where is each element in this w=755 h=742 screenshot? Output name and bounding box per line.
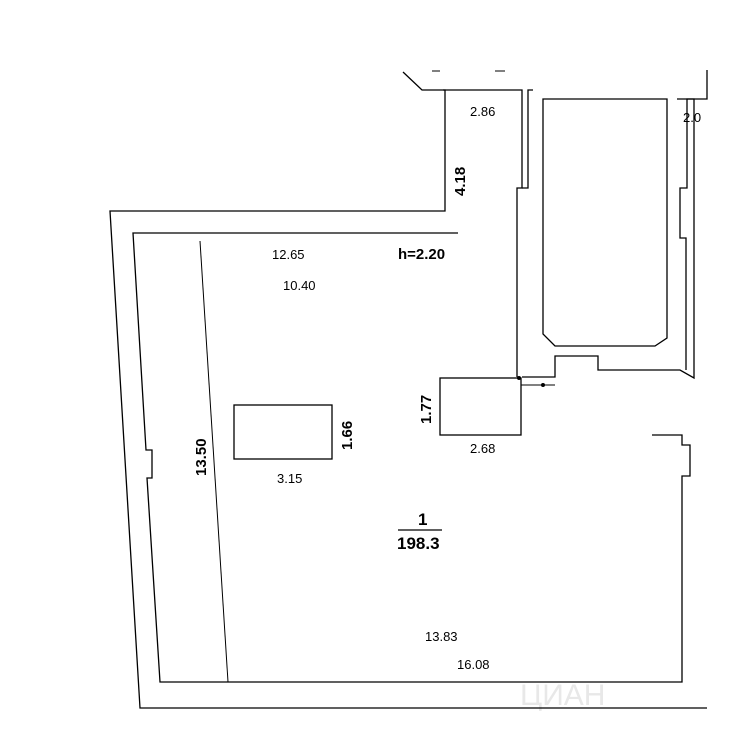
dim-box-width: 2.68 (470, 441, 495, 456)
node-dot (517, 376, 521, 380)
far-right-wall (679, 70, 708, 370)
watermark: ЦИАН (520, 679, 605, 712)
shaft-enclosure (522, 98, 695, 380)
room-number: 1 (418, 510, 427, 529)
dim-top-right-width: 2.86 (470, 104, 495, 119)
dim-top-outer: 12.65 (272, 247, 305, 262)
column-element (233, 404, 333, 460)
dim-top-inner: 10.40 (283, 278, 316, 293)
dim-left-length: 13.50 (193, 438, 210, 476)
box-element (439, 377, 522, 436)
shaft-block (542, 98, 668, 347)
dim-far-right-width: 2.0 (683, 110, 701, 125)
corridor-wall (522, 89, 533, 189)
left-divider-line (199, 240, 229, 683)
room-area: 198.3 (397, 534, 440, 553)
outer-wall (109, 71, 707, 709)
dim-column-height: 1.66 (339, 421, 356, 450)
node-dot (541, 383, 545, 387)
ceiling-height: h=2.20 (398, 246, 445, 263)
inner-wall (132, 89, 691, 683)
dim-box-height: 1.77 (418, 395, 435, 424)
dim-column-width: 3.15 (277, 471, 302, 486)
dim-bottom-inner: 13.83 (425, 629, 458, 644)
dim-right-riser: 4.18 (452, 167, 469, 196)
dim-bottom-outer: 16.08 (457, 657, 490, 672)
